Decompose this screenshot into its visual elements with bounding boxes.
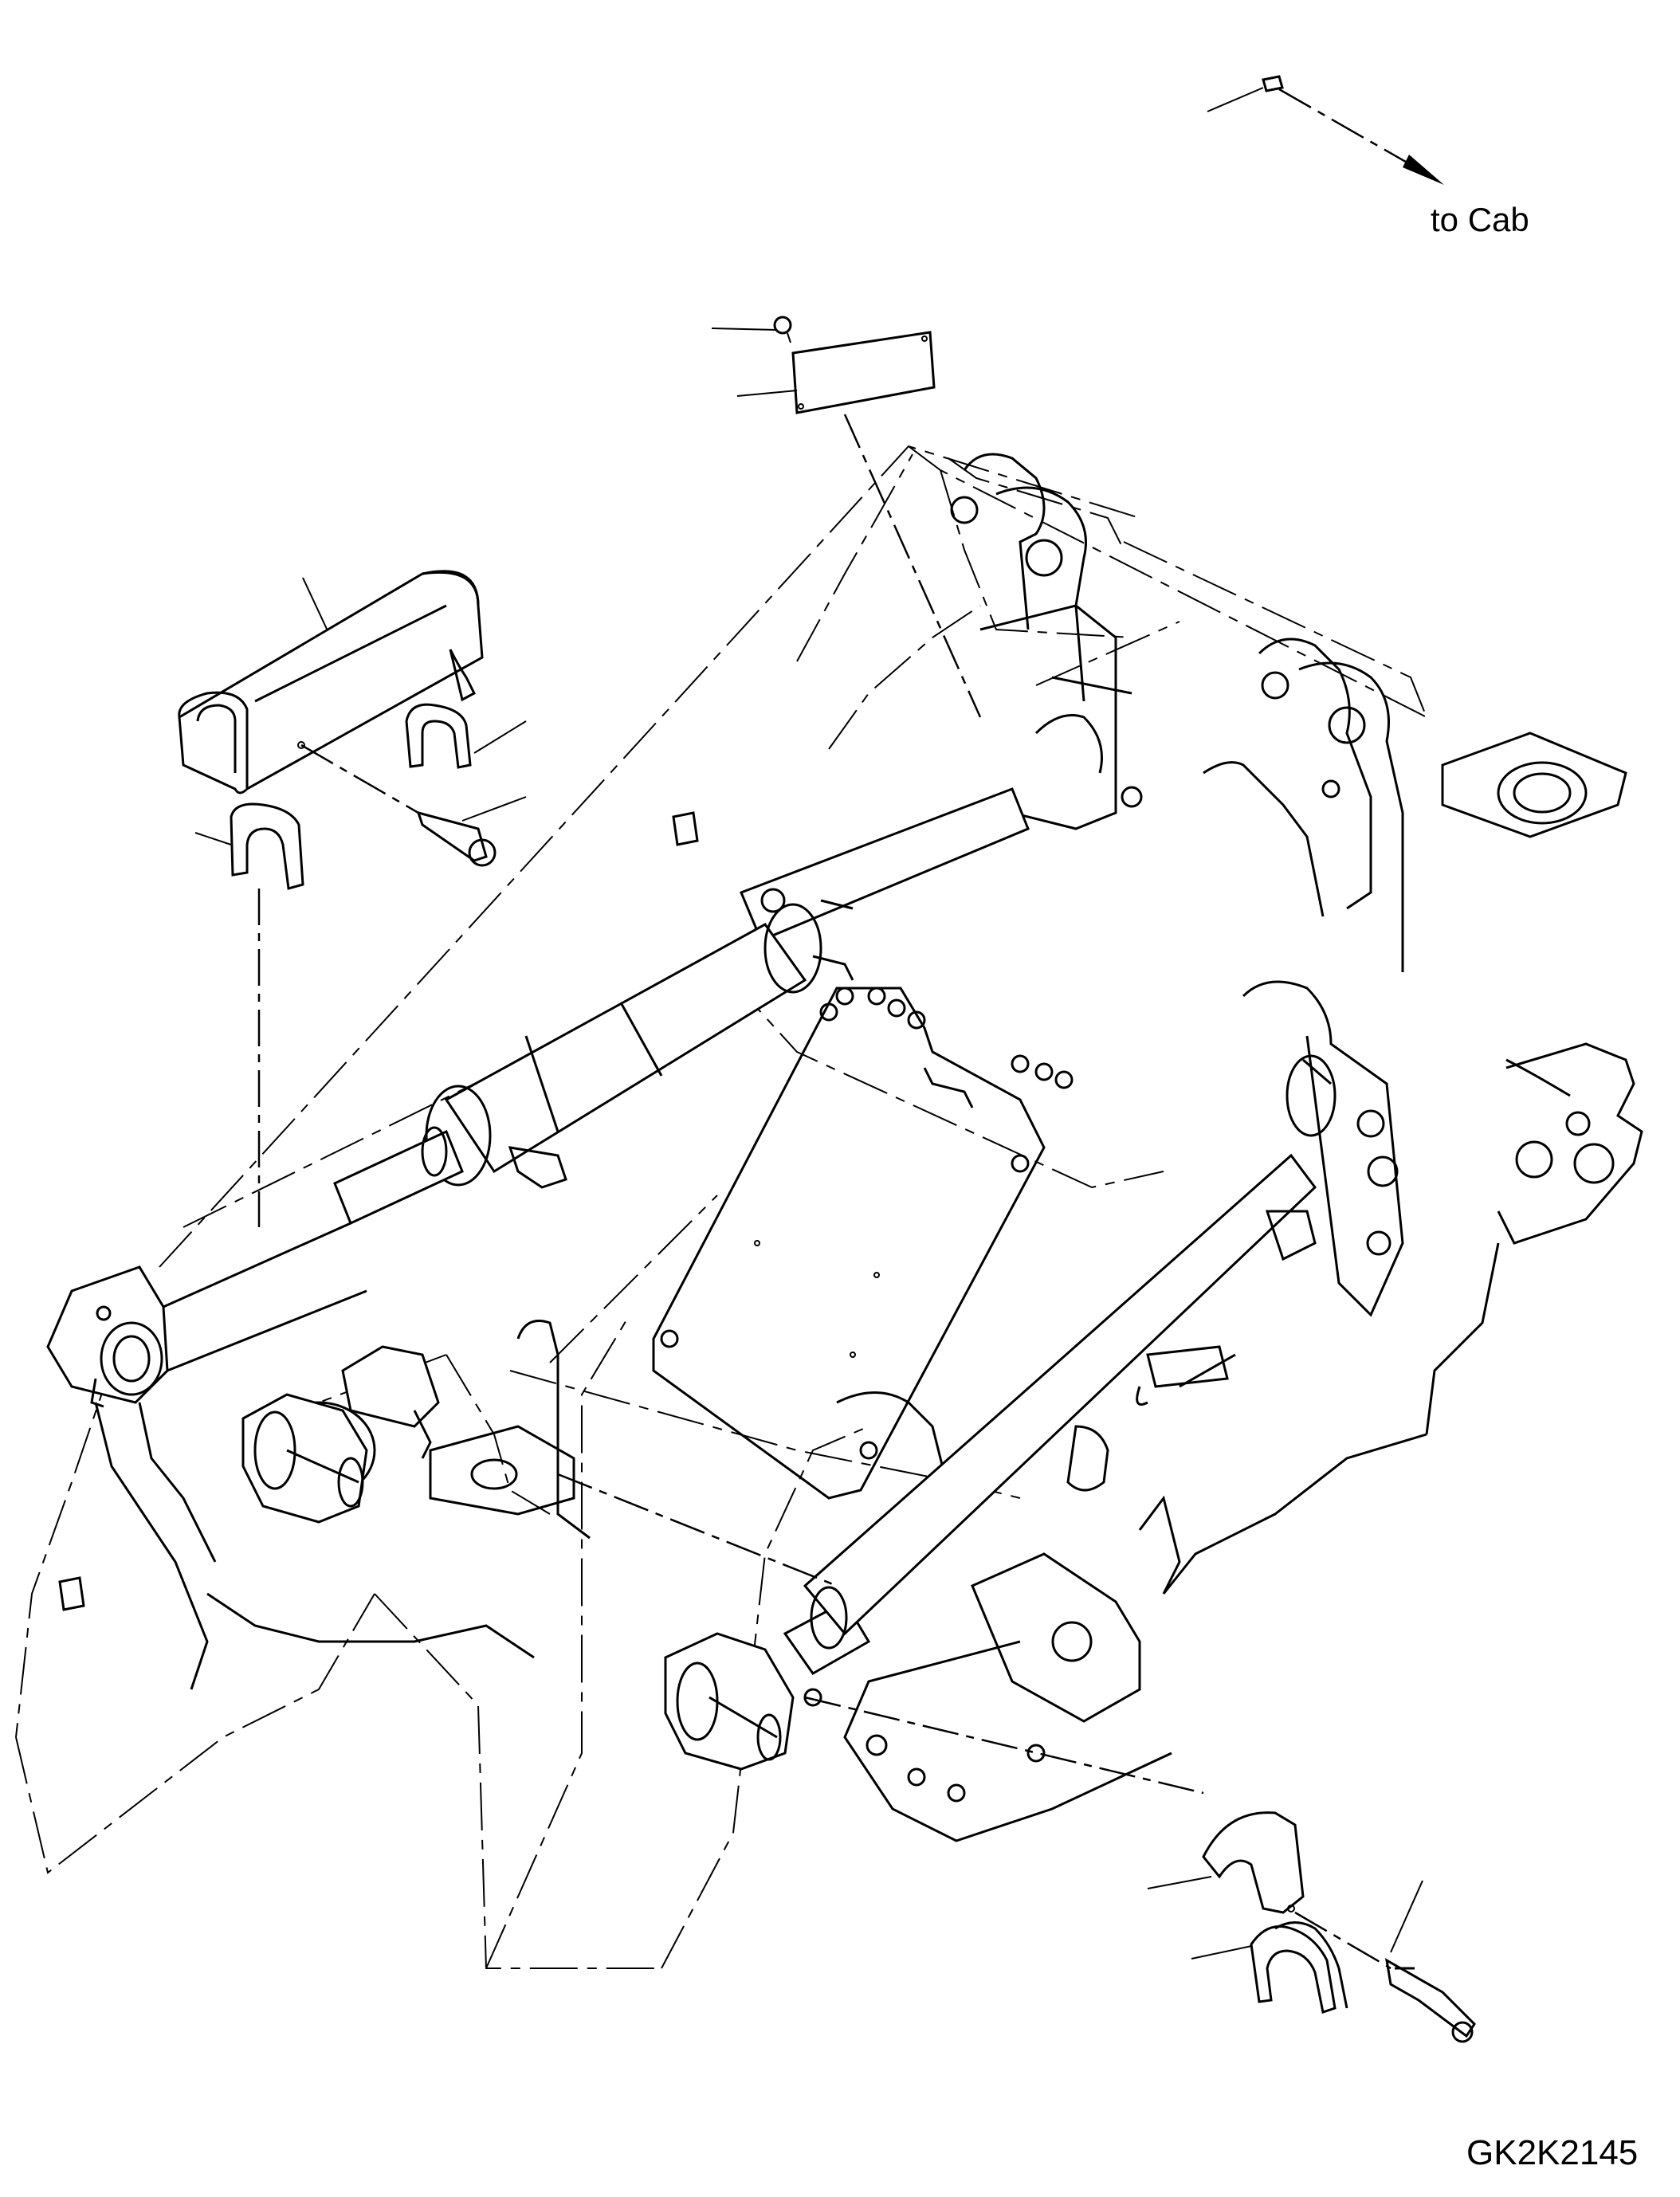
cylinder-tube-upper bbox=[444, 923, 807, 1174]
leader-line-cover bbox=[302, 577, 332, 638]
cylinder-rod-lower-end bbox=[333, 1129, 464, 1226]
tower-pin-hole-2 bbox=[1328, 706, 1366, 744]
to-cab-label: to Cab bbox=[1431, 201, 1529, 238]
loader-frame-phantom bbox=[15, 445, 1427, 1969]
cylinder-rod-lower bbox=[803, 1153, 1317, 1636]
leader-line-lower-cover bbox=[1147, 1876, 1212, 1889]
arrow-to-cab bbox=[1403, 155, 1444, 185]
cab-part-callout bbox=[1207, 75, 1444, 185]
front-frame-body bbox=[429, 1320, 1427, 1842]
leader-line-screw bbox=[711, 328, 778, 331]
small-plate-part bbox=[1262, 75, 1284, 92]
leader-line-lower-pin bbox=[1390, 1880, 1423, 1953]
bushing-2 bbox=[58, 1576, 85, 1611]
leader-line-clamp-1 bbox=[473, 720, 527, 754]
upper-cover-callout bbox=[178, 570, 527, 1227]
drawing-code-label: GK2K2145 bbox=[1466, 2133, 1639, 2172]
lower-lock-pin bbox=[1385, 1958, 1476, 2038]
clevis-lower bbox=[664, 1632, 795, 1771]
lower-cover-part bbox=[1202, 1811, 1305, 1914]
name-plate-part bbox=[791, 331, 936, 414]
front-boom-arm bbox=[46, 1222, 535, 1690]
clevis-upper bbox=[341, 1345, 440, 1428]
dash-line-plate-to-frame bbox=[843, 414, 982, 718]
tower-pin-hole-1 bbox=[1025, 539, 1063, 577]
dash-line-lower-cover bbox=[804, 1696, 1204, 1795]
rear-frame-tower bbox=[950, 453, 1404, 1317]
leader-line-clamp-2 bbox=[194, 832, 232, 845]
cylinder-rod-upper bbox=[740, 787, 1030, 942]
boom-cylinder-lower bbox=[783, 1054, 1337, 1675]
center-ring bbox=[1497, 761, 1588, 825]
boom-cylinder-upper bbox=[333, 787, 1030, 1226]
dash-line-to-cab bbox=[1278, 88, 1427, 175]
nameplate-callout bbox=[711, 316, 982, 718]
dash-line-lower-pin bbox=[1294, 1911, 1391, 1970]
small-bushings bbox=[58, 811, 699, 1611]
lock-pin-part bbox=[416, 810, 488, 862]
hose-fitting bbox=[1146, 1345, 1229, 1388]
lower-clamp-part bbox=[1250, 1925, 1337, 2014]
screw-part bbox=[773, 316, 792, 335]
dash-line-cover-pin bbox=[300, 743, 419, 814]
bushing-1 bbox=[672, 811, 699, 846]
center-cover-plate bbox=[652, 987, 1074, 1500]
articulation-joint bbox=[1425, 732, 1643, 1435]
leader-line-plate bbox=[736, 390, 798, 397]
leader-line-lower-clamp bbox=[1191, 1944, 1260, 1960]
leader-line-pin bbox=[461, 796, 527, 822]
leader-line-cab-part bbox=[1207, 87, 1264, 112]
clevis-links bbox=[241, 1345, 822, 1771]
clamp-part-1 bbox=[405, 703, 472, 769]
clamp-part-2 bbox=[230, 802, 304, 890]
cylinder-cover-part bbox=[178, 570, 484, 794]
mount-hole-1 bbox=[1051, 1621, 1093, 1662]
lower-cover-callout bbox=[1147, 1811, 1476, 2043]
dash-line-center bbox=[557, 1473, 838, 1587]
